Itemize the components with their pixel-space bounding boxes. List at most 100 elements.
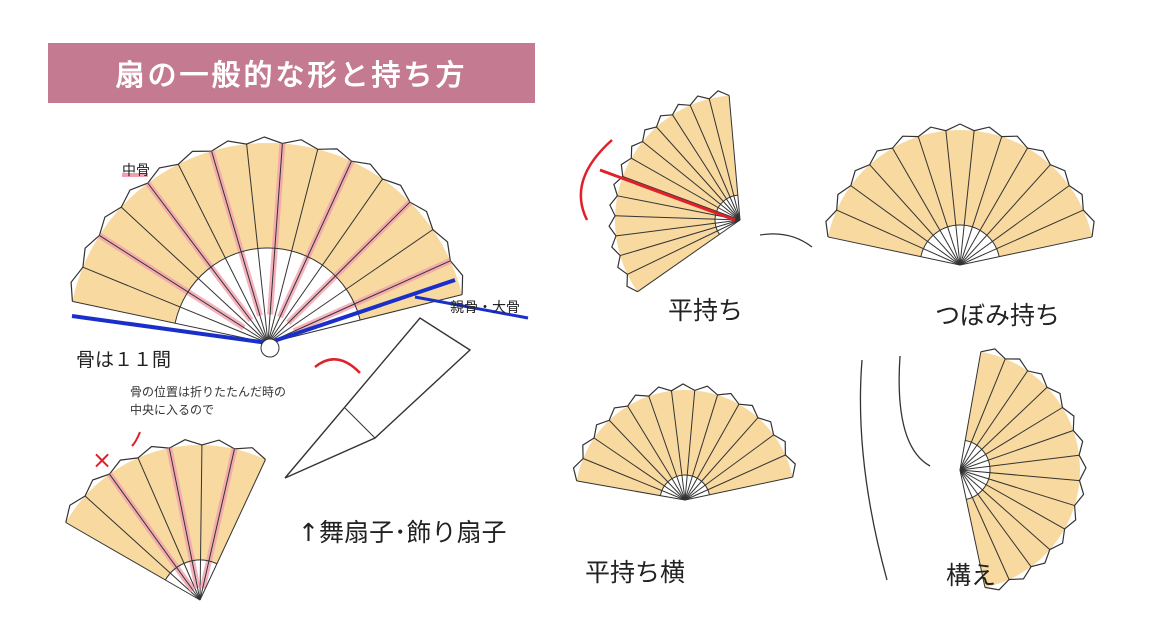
fan-rib [246, 144, 269, 344]
fan-rib [267, 178, 383, 344]
fan-paper [576, 389, 793, 496]
fan-rib [120, 206, 269, 344]
fan-rib [627, 405, 686, 501]
fan-rib [65, 522, 201, 601]
fan-rib [917, 136, 961, 266]
hand-sleeve [759, 233, 813, 248]
length-arrow [599, 168, 736, 222]
fan-edge [65, 439, 266, 523]
fan-rib [959, 454, 1080, 471]
fan-rib [267, 161, 352, 344]
fan-rib [622, 175, 741, 221]
tsubomi-mochi-label: つぼみ持ち [935, 301, 1061, 330]
fan-rib [267, 260, 451, 344]
fan-hira-mochi-yoko [572, 383, 796, 501]
fan-rib [959, 386, 1048, 471]
fan-rib [945, 130, 961, 266]
page-title: 扇の一般的な形と持ち方 [115, 58, 468, 92]
note-arrow [131, 431, 141, 447]
fan-rib [959, 469, 1010, 580]
fan-edge [572, 383, 796, 482]
fan-paper [965, 351, 1081, 588]
fan-rib [576, 480, 686, 501]
fan-rib [211, 150, 269, 344]
note-line-2: 中央に入るので [130, 403, 215, 417]
fan-rib [593, 437, 686, 501]
fan-rib [642, 141, 741, 221]
oya-bone-label: 親骨・大骨 [450, 300, 520, 316]
x-mark: × [92, 446, 113, 474]
fan-rib [99, 235, 269, 344]
fan-rib [620, 219, 741, 257]
outer-rib-left [71, 314, 269, 345]
fan-rib [147, 182, 269, 344]
fan-rib [959, 469, 1032, 567]
fan-rib [199, 459, 266, 601]
fan-rib [689, 105, 741, 221]
title-banner: 扇の一般的な形と持ち方 [48, 43, 535, 103]
fan-rib [708, 98, 741, 221]
fan-paper [615, 95, 738, 292]
fan-rib [869, 164, 961, 266]
naka-bone-label: 中骨 [122, 163, 150, 179]
folded-fan-detail [65, 431, 266, 601]
fan-rib [959, 469, 1075, 507]
fan-rib [656, 126, 741, 221]
fan-rib [959, 136, 1003, 266]
fan-rib [648, 395, 686, 501]
fan-rib [959, 407, 1063, 471]
fan-rib [959, 469, 1051, 550]
pivot-rivet [260, 338, 280, 358]
fan-rib [959, 430, 1074, 471]
fan-rib [959, 469, 1080, 482]
fan-rib [72, 300, 269, 344]
fan-edge [980, 348, 1087, 591]
fan-rib [267, 294, 463, 344]
fan-rib [267, 149, 319, 344]
fan-rib [892, 147, 961, 266]
fan-inner-edge [659, 474, 710, 496]
fan-inner-edge [965, 439, 991, 500]
fan-rib [631, 157, 741, 221]
fan-rib [637, 219, 741, 293]
fan-rib [959, 185, 1070, 266]
sleeve-right [898, 355, 931, 467]
fan-rib [615, 219, 741, 237]
fan-rib [959, 358, 1006, 471]
closed-fan-drawing [284, 317, 472, 479]
fan-rib [959, 147, 1028, 266]
fan-rib [617, 195, 741, 221]
fan-rib [728, 95, 741, 221]
fan-rib [684, 434, 774, 501]
closed-fan-band [344, 407, 376, 439]
fan-rib [109, 473, 201, 601]
fan-rib [959, 209, 1084, 266]
outer-rib-pointer [414, 295, 529, 320]
fan-rib [267, 143, 283, 344]
fan-rib [959, 469, 986, 588]
fan-paper [827, 130, 1093, 257]
fan-rib [827, 236, 961, 266]
fan-rib [684, 476, 793, 501]
fan-rib [959, 370, 1029, 471]
note-line-1: 骨の位置は折りたたんだ時の [130, 385, 287, 399]
fan-rib [684, 403, 740, 501]
fan-inner-edge [174, 247, 361, 324]
fan-rib [267, 201, 411, 344]
fan-rib [670, 390, 686, 501]
fan-rib [959, 236, 1093, 266]
fan-hira-mochi [579, 90, 813, 293]
hira-mochi-yoko-label: 平持ち横 [585, 558, 686, 587]
sleeve-left [859, 359, 888, 581]
fan-rib [608, 419, 686, 501]
fan-edge [70, 136, 464, 302]
fan-kamae [859, 348, 1087, 591]
closed-fan-body [284, 317, 472, 479]
fan-rib [836, 209, 961, 266]
fan-rib [684, 454, 786, 501]
fan-tsubomi-mochi [825, 123, 1095, 266]
fan-rib [684, 417, 759, 501]
fan-inner-edge [164, 559, 218, 581]
outer-rib-right [267, 278, 456, 345]
